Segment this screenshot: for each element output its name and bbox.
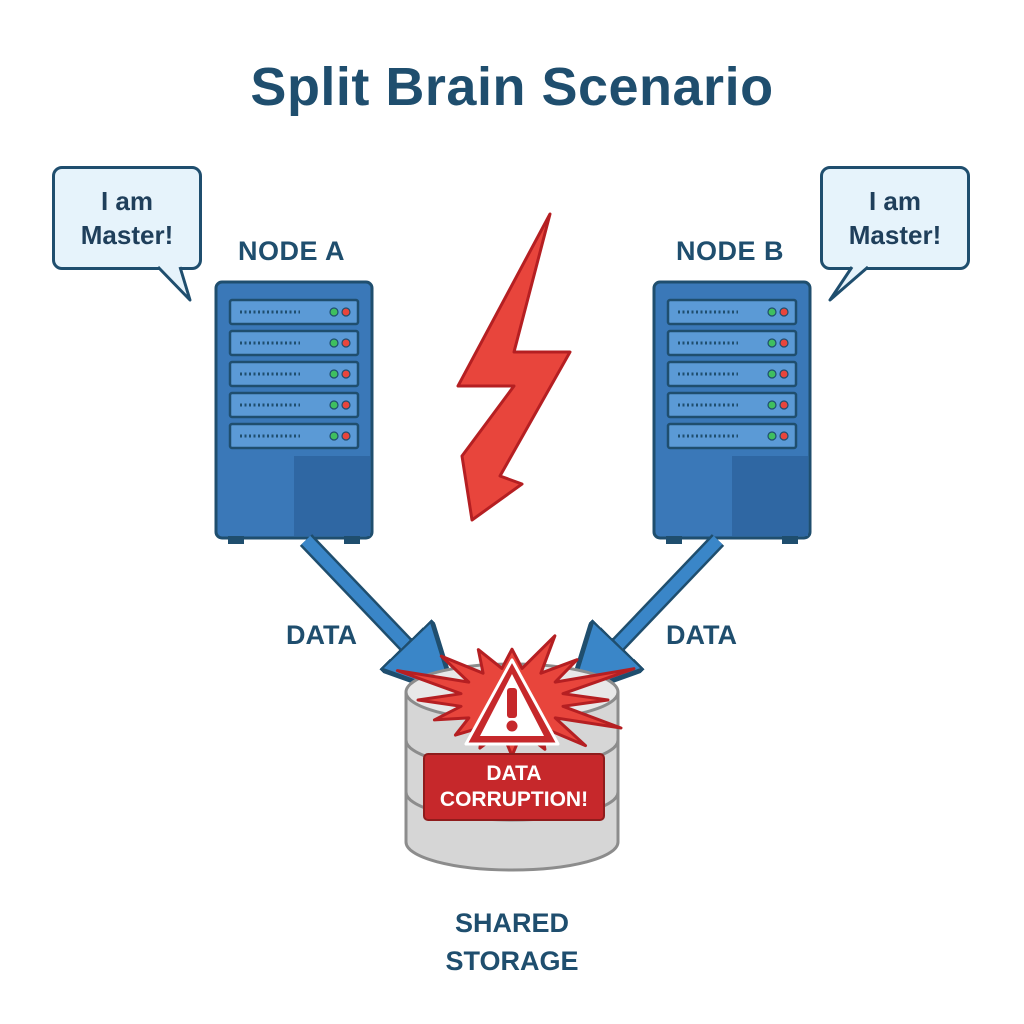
node-b-bubble-line2: Master!: [848, 220, 942, 250]
node-b-speech-bubble: I am Master!: [820, 166, 970, 270]
node-a-data-label: DATA: [286, 620, 357, 650]
lightning-icon: [456, 212, 572, 522]
storage-line2: STORAGE: [445, 946, 579, 976]
corruption-line2: CORRUPTION!: [439, 788, 589, 811]
rack-unit: [666, 298, 798, 326]
node-a-data-arrow-fill: [301, 535, 432, 672]
storage-line1: SHARED: [454, 908, 569, 938]
node-b-label: NODE B: [676, 236, 785, 266]
rack-unit: [228, 298, 360, 326]
node-b-bubble-tail: [828, 262, 870, 302]
server-icon: [214, 280, 374, 544]
server-icon: [652, 280, 812, 544]
node-a-bubble-line2: Master!: [80, 220, 174, 250]
diagram-title: Split Brain Scenario: [250, 57, 774, 117]
corruption-text: DATA CORRUPTION!: [424, 754, 604, 820]
corruption-banner: [423, 753, 605, 821]
rack-unit: [228, 422, 360, 450]
rack-unit: [666, 422, 798, 450]
rack-unit: [228, 391, 360, 419]
node-a-bubble-tail: [156, 262, 192, 302]
rack-unit: [666, 391, 798, 419]
corruption-line1: DATA: [486, 762, 542, 785]
node-a-bubble-line1: I am: [100, 186, 153, 216]
node-a-speech-bubble: I am Master!: [52, 166, 202, 270]
node-b-data-label: DATA: [666, 620, 737, 650]
node-a-label: NODE A: [238, 236, 346, 266]
node-b-bubble-line1: I am: [868, 186, 921, 216]
rack-unit: [666, 329, 798, 357]
node-b-data-arrow-fill: [592, 535, 723, 672]
rack-unit: [228, 360, 360, 388]
warning-icon: [464, 658, 560, 746]
rack-unit: [666, 360, 798, 388]
storage-label: SHARED STORAGE: [412, 904, 612, 980]
rack-unit: [228, 329, 360, 357]
